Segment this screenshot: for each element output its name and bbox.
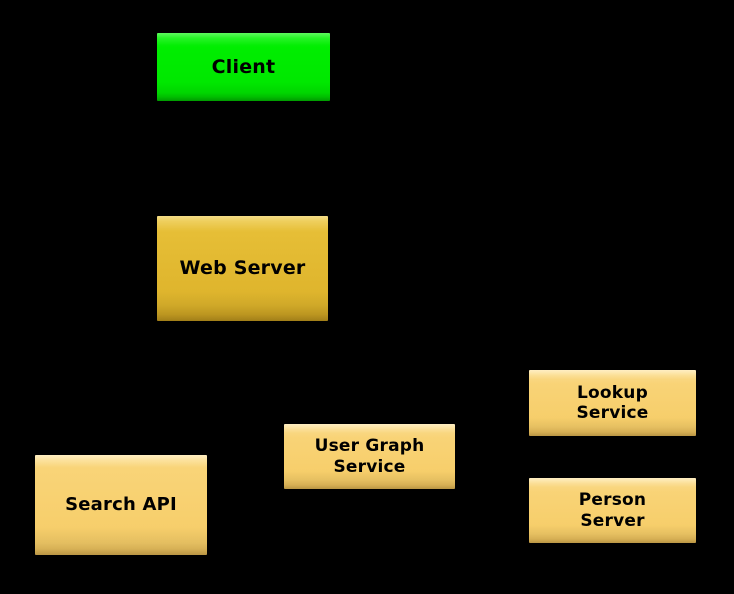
diagram-node-user-graph-service-label: User Graph Service (314, 436, 425, 477)
diagram-node-user-graph-service[interactable]: User Graph Service (284, 424, 455, 489)
diagram-node-client-label: Client (211, 55, 276, 78)
diagram-node-person-server-label: Person Server (578, 490, 647, 531)
diagram-node-search-api-label: Search API (65, 494, 177, 516)
diagram-node-client[interactable]: Client (157, 33, 330, 101)
diagram-node-lookup-service[interactable]: Lookup Service (529, 370, 696, 436)
diagram-node-person-server[interactable]: Person Server (529, 478, 696, 543)
diagram-node-lookup-service-label: Lookup Service (576, 382, 649, 423)
diagram-node-web-server[interactable]: Web Server (157, 216, 328, 321)
diagram-node-web-server-label: Web Server (179, 257, 306, 280)
diagram-node-search-api[interactable]: Search API (35, 455, 207, 555)
